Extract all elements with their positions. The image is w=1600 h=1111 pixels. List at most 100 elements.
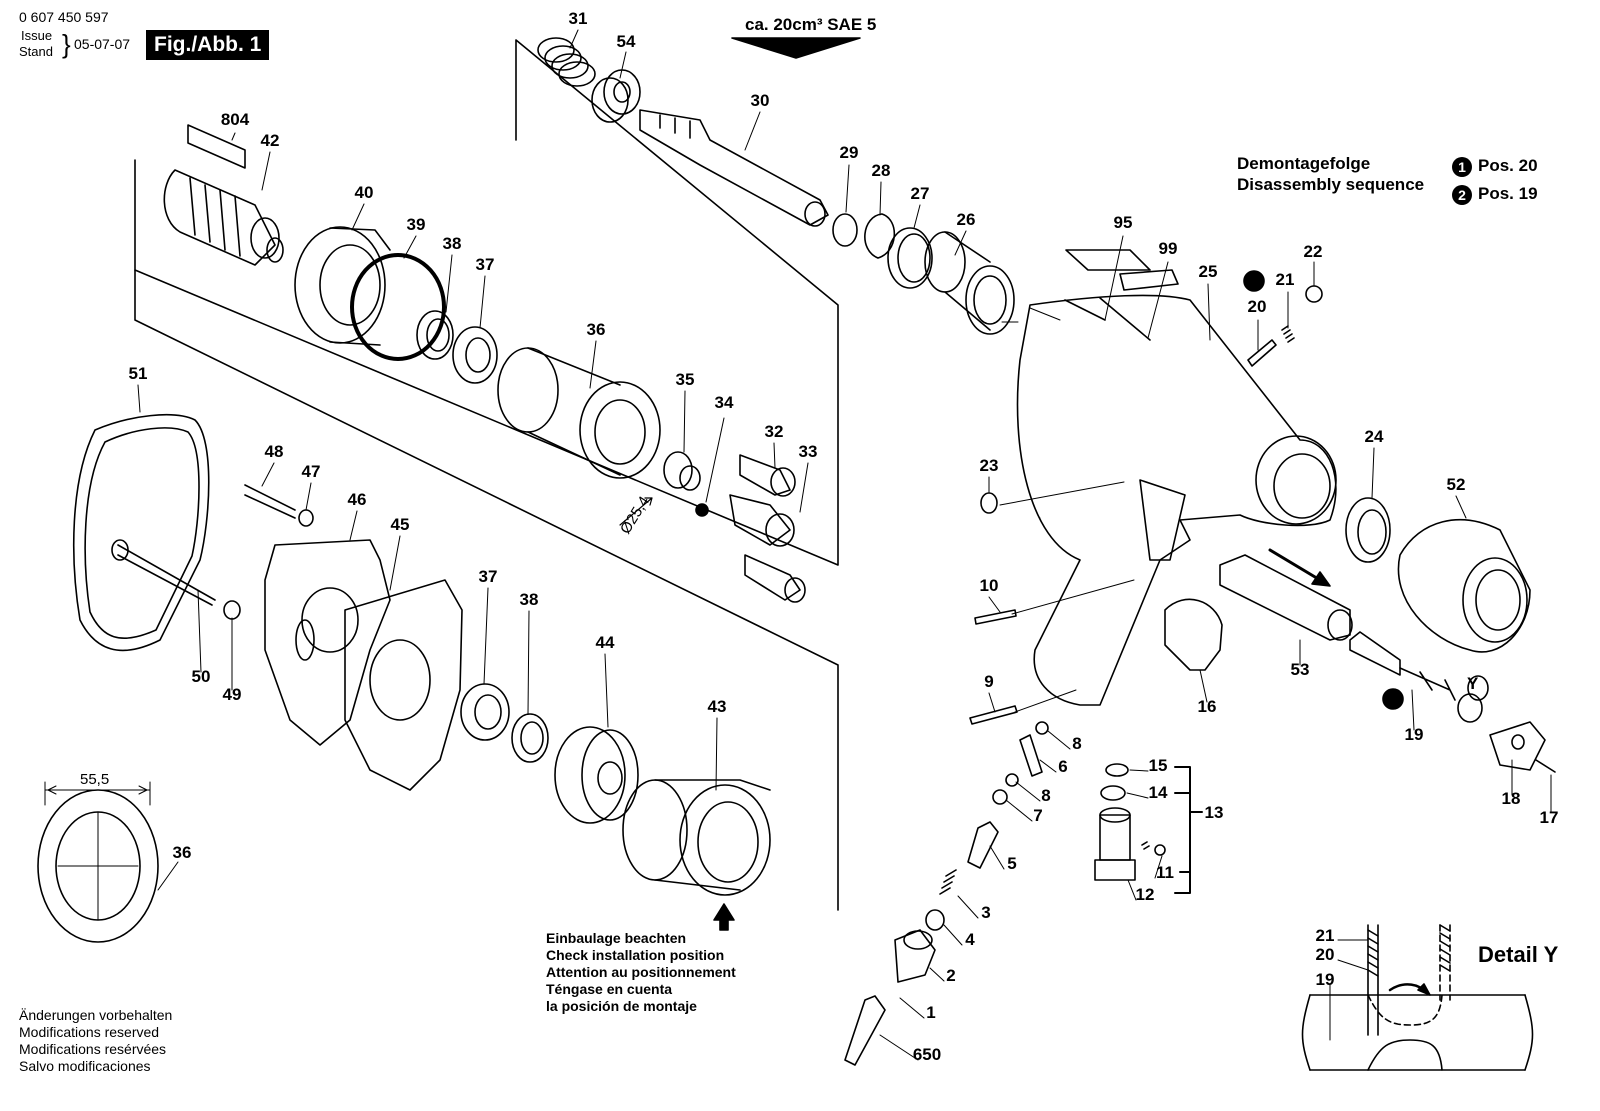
- gear-housing-43-icon: [622, 779, 771, 896]
- part-label-54: 54: [617, 32, 636, 51]
- part-label-38: 38: [443, 234, 462, 253]
- part-label-37: 37: [479, 567, 498, 586]
- figure-label: Fig./Abb. 1: [146, 30, 270, 60]
- part-label-10: 10: [980, 576, 999, 595]
- part-label-38: 38: [520, 590, 539, 609]
- detail-y-drawing: [1301, 924, 1534, 1071]
- valve-13-icon: [1094, 763, 1166, 881]
- disassembly-title-de: Demontagefolge: [1237, 154, 1371, 173]
- trigger-16-icon: [1164, 598, 1223, 671]
- part-number: 0 607 450 597: [19, 9, 109, 25]
- part-label-20: 20: [1248, 297, 1267, 316]
- step-2-text: Pos. 19: [1478, 184, 1538, 203]
- part-label-650: 650: [913, 1045, 941, 1064]
- ring-38-icon: [416, 310, 454, 360]
- issue-date: 05-07-07: [74, 36, 131, 52]
- label-95-icon: [1065, 249, 1151, 271]
- shaft-30-icon: [639, 109, 829, 227]
- o-ring-39-icon: [350, 253, 446, 361]
- screw-48-icon: [244, 484, 296, 519]
- bushing-26-icon: [924, 231, 1015, 335]
- part-label-39: 39: [407, 215, 426, 234]
- part-label-3: 3: [981, 903, 990, 922]
- washer-47-icon: [298, 509, 314, 527]
- part-label-53: 53: [1291, 660, 1310, 679]
- disassembly-title-en: Disassembly sequence: [1237, 175, 1425, 194]
- part-35-icon: [663, 451, 701, 491]
- upper-panel-outline: [134, 39, 839, 566]
- part-label-6: 6: [1058, 757, 1067, 776]
- retaining-ring-28-icon: [864, 213, 896, 259]
- part-label-31: 31: [569, 9, 588, 28]
- part-label-23: 23: [980, 456, 999, 475]
- part-label-17: 17: [1540, 808, 1559, 827]
- part-label-34: 34: [715, 393, 734, 412]
- installation-note-es-2: la posición de montaje: [546, 998, 697, 1014]
- modifications-es: Salvo modificaciones: [19, 1058, 151, 1074]
- part-label-35: 35: [676, 370, 695, 389]
- modifications-en: Modifications reserved: [19, 1024, 160, 1040]
- oil-arrow-icon: [731, 37, 861, 59]
- modifications-de: Änderungen vorbehalten: [19, 1007, 173, 1023]
- cylinder-36-icon: [497, 347, 661, 479]
- modifications-fr: Modifications resérvées: [19, 1041, 167, 1057]
- sleeve-24-icon: [1345, 497, 1391, 563]
- pin-10-icon: [974, 609, 1017, 625]
- leader-34: [705, 417, 725, 503]
- part-label-9: 9: [984, 672, 993, 691]
- part-label-28: 28: [872, 161, 891, 180]
- pin-20-icon: [1247, 339, 1277, 367]
- part-label-42: 42: [261, 131, 280, 150]
- piston-53-icon: [1219, 554, 1353, 641]
- part-label-48: 48: [265, 442, 284, 461]
- screw-17-icon: [1535, 759, 1556, 773]
- part-label-36: 36: [587, 320, 606, 339]
- spring-31-icon: [537, 37, 596, 87]
- part-label-95: 95: [1114, 213, 1133, 232]
- part-label-804: 804: [221, 110, 250, 129]
- leader-lines-top: [1104, 235, 1315, 351]
- bolt-50-icon: [117, 544, 216, 606]
- valve-train-icon: [844, 721, 1049, 1066]
- detail-y-title: Detail Y: [1478, 942, 1559, 967]
- part-label-8: 8: [1041, 786, 1050, 805]
- stand-label: Stand: [19, 44, 53, 59]
- part-label-45: 45: [391, 515, 410, 534]
- part-label-47: 47: [302, 462, 321, 481]
- part-label-1: 1: [926, 1003, 935, 1022]
- gasket-51-icon: [72, 414, 210, 652]
- clamp-18-icon: [1489, 721, 1546, 771]
- washer-49-icon: [223, 600, 241, 620]
- installation-note: Einbaulage beachten Check installation p…: [546, 930, 736, 1015]
- nut-23-icon: [980, 492, 998, 514]
- part-label-21: 21: [1316, 926, 1335, 945]
- dimension-arrow-25-4: [619, 497, 653, 526]
- leader-17-18: [1511, 759, 1552, 813]
- step-1-text: Pos. 20: [1478, 156, 1538, 175]
- detail-y-marker: Y: [1467, 674, 1479, 693]
- o-ring-29-icon: [832, 213, 858, 247]
- valve-32-icon: [739, 454, 796, 497]
- part-label-18: 18: [1502, 789, 1521, 808]
- installation-note-en: Check installation position: [546, 947, 725, 963]
- part-label-99: 99: [1159, 239, 1178, 258]
- bearing-54-icon: [591, 69, 641, 123]
- cylinder-40-icon: [294, 226, 391, 346]
- bracket-13: [1174, 766, 1203, 894]
- part-label-21: 21: [1276, 270, 1295, 289]
- housing-25-icon: [1016, 294, 1337, 706]
- part-label-29: 29: [840, 143, 859, 162]
- dimension-diameter: Ø25,4: [617, 493, 653, 537]
- step-2-bullet: 2: [1452, 184, 1472, 205]
- valve-stem-19-icon: [1349, 631, 1489, 723]
- part-label-46: 46: [348, 490, 367, 509]
- dimension-width: 55,5: [80, 771, 109, 788]
- part-label-20: 20: [1316, 945, 1335, 964]
- part-label-11: 11: [1156, 863, 1174, 882]
- rotor-42-icon: [163, 169, 284, 266]
- modifications-note: Änderungen vorbehalten Modifications res…: [19, 1007, 172, 1075]
- ball-34-icon: [695, 503, 709, 517]
